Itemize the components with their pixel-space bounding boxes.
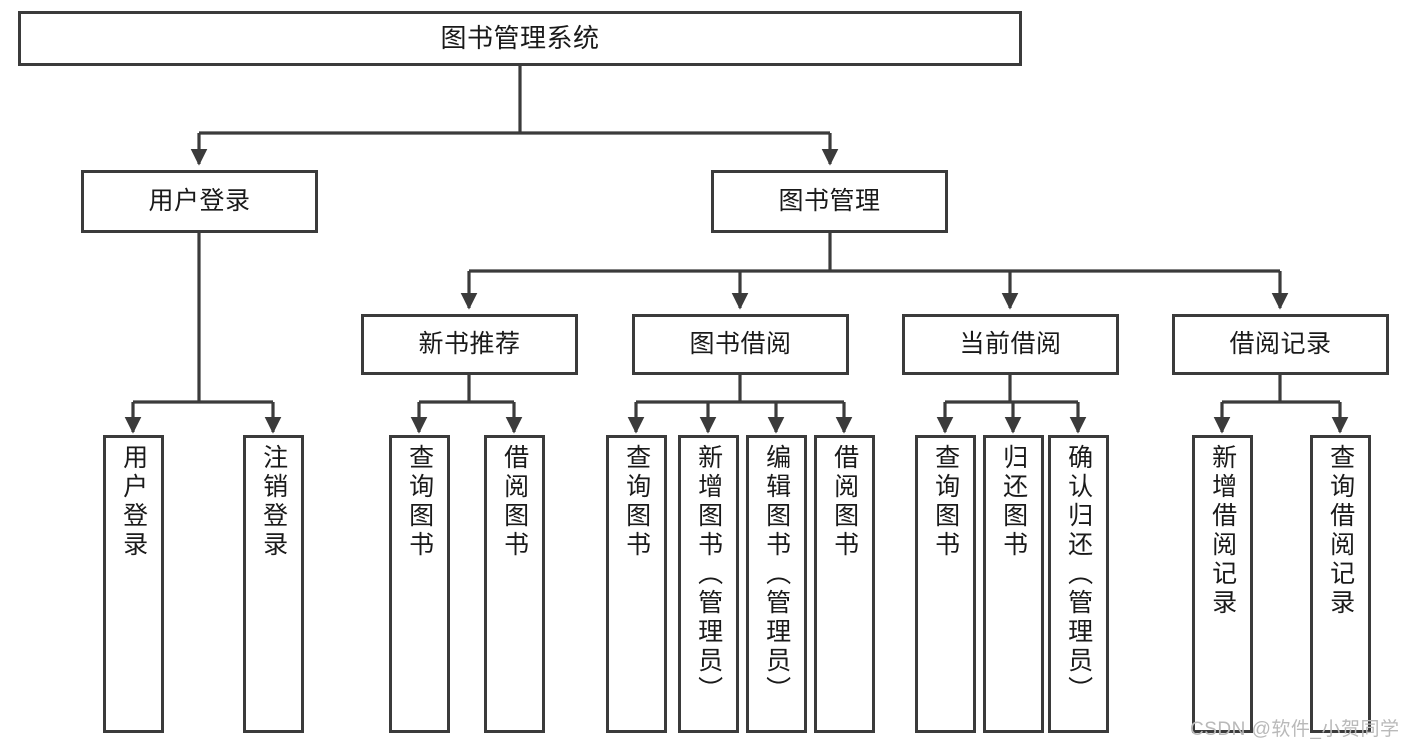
node-label: 查询图书 bbox=[931, 444, 960, 560]
node-label: 新书推荐 bbox=[418, 329, 521, 358]
node-label: 注销登录 bbox=[259, 444, 288, 560]
node-label: 查询图书 bbox=[405, 444, 434, 560]
leaf-recommend-borrow-book[interactable]: 借阅图书 bbox=[484, 435, 545, 733]
leaf-borrow-query-book[interactable]: 查询图书 bbox=[606, 435, 667, 733]
node-label: 借阅记录 bbox=[1229, 329, 1332, 358]
node-book-management[interactable]: 图书管理 bbox=[711, 170, 948, 233]
leaf-borrow-borrow-book[interactable]: 借阅图书 bbox=[814, 435, 875, 733]
node-label: 归还图书 bbox=[999, 444, 1028, 560]
leaf-record-query-record[interactable]: 查询借阅记录 bbox=[1310, 435, 1371, 733]
leaf-borrow-add-book-admin[interactable]: 新增图书（管理员） bbox=[678, 435, 739, 733]
node-label: 借阅图书 bbox=[830, 444, 859, 560]
leaf-record-add-record[interactable]: 新增借阅记录 bbox=[1192, 435, 1253, 733]
node-borrow-record[interactable]: 借阅记录 bbox=[1172, 314, 1389, 375]
node-book-borrow[interactable]: 图书借阅 bbox=[632, 314, 849, 375]
node-label: 编辑图书（管理员） bbox=[762, 444, 791, 705]
node-label: 图书借阅 bbox=[689, 329, 792, 358]
node-user-login[interactable]: 用户登录 bbox=[81, 170, 318, 233]
node-label: 用户登录 bbox=[148, 186, 251, 215]
node-label: 借阅图书 bbox=[500, 444, 529, 560]
node-label: 新增图书（管理员） bbox=[694, 444, 723, 705]
node-label: 新增借阅记录 bbox=[1208, 444, 1237, 618]
node-root-system[interactable]: 图书管理系统 bbox=[18, 11, 1022, 66]
leaf-current-return-book[interactable]: 归还图书 bbox=[983, 435, 1044, 733]
node-label: 图书管理 bbox=[778, 186, 881, 215]
leaf-recommend-query-book[interactable]: 查询图书 bbox=[389, 435, 450, 733]
node-label: 用户登录 bbox=[119, 444, 148, 560]
leaf-user-login-logout[interactable]: 注销登录 bbox=[243, 435, 304, 733]
node-label: 当前借阅 bbox=[959, 329, 1062, 358]
node-label: 确认归还（管理员） bbox=[1064, 444, 1093, 705]
node-current-borrow[interactable]: 当前借阅 bbox=[902, 314, 1119, 375]
node-label: 查询图书 bbox=[622, 444, 651, 560]
node-new-book-recommend[interactable]: 新书推荐 bbox=[361, 314, 578, 375]
leaf-user-login-signin[interactable]: 用户登录 bbox=[103, 435, 164, 733]
node-label: 查询借阅记录 bbox=[1326, 444, 1355, 618]
leaf-borrow-edit-book-admin[interactable]: 编辑图书（管理员） bbox=[746, 435, 807, 733]
node-label: 图书管理系统 bbox=[440, 23, 600, 54]
leaf-current-confirm-return-admin[interactable]: 确认归还（管理员） bbox=[1048, 435, 1109, 733]
leaf-current-query-book[interactable]: 查询图书 bbox=[915, 435, 976, 733]
